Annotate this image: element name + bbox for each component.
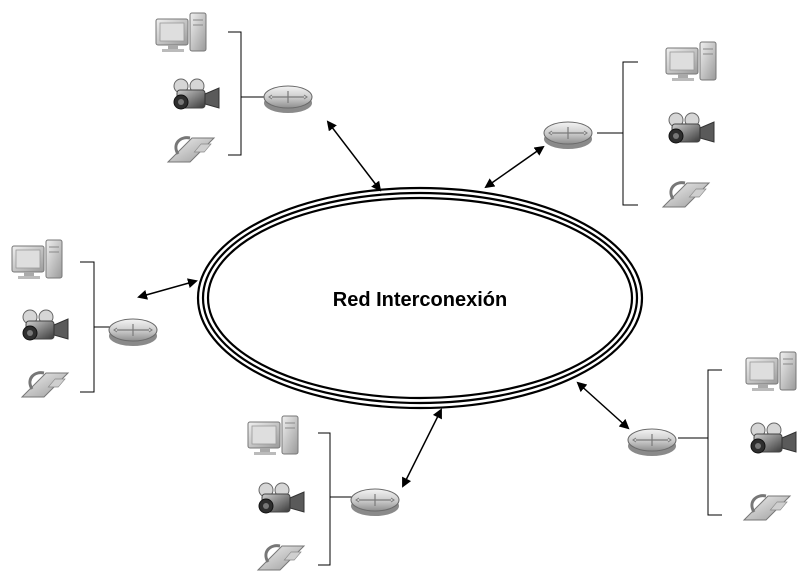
connection-arrow	[326, 120, 382, 192]
network-router-icon	[108, 318, 158, 347]
device-bracket	[228, 31, 264, 156]
device-bracket	[597, 61, 638, 206]
video-camera-icon	[750, 422, 797, 454]
computer-icon	[11, 239, 63, 280]
network-router-icon	[350, 488, 400, 517]
video-camera-icon	[668, 112, 715, 144]
connection-arrow	[484, 145, 545, 189]
node-top-right	[543, 41, 717, 209]
telephone-icon	[742, 494, 792, 522]
device-bracket	[80, 261, 110, 393]
computer-icon	[155, 12, 207, 53]
video-camera-icon	[173, 78, 220, 110]
telephone-icon	[20, 371, 70, 399]
interconnection-ring: Red Interconexión	[196, 186, 644, 410]
network-router-icon	[543, 121, 593, 150]
telephone-icon	[166, 136, 216, 164]
computer-icon	[665, 41, 717, 82]
node-top-left	[155, 12, 313, 164]
node-bottom-right	[627, 351, 797, 522]
computer-icon	[247, 415, 299, 456]
connection-arrow	[137, 278, 198, 300]
network-router-icon	[627, 428, 677, 457]
telephone-icon	[256, 544, 306, 572]
center-label: Red Interconexión	[333, 289, 507, 311]
node-bottom-center	[247, 415, 400, 572]
connection-arrow	[402, 408, 442, 488]
network-router-icon	[263, 85, 313, 114]
device-bracket	[318, 432, 352, 566]
connection-arrow	[576, 381, 630, 430]
telephone-icon	[661, 181, 711, 209]
device-bracket	[678, 369, 722, 516]
computer-icon	[745, 351, 797, 392]
video-camera-icon	[258, 482, 305, 514]
video-camera-icon	[22, 309, 69, 341]
node-left	[11, 239, 158, 399]
